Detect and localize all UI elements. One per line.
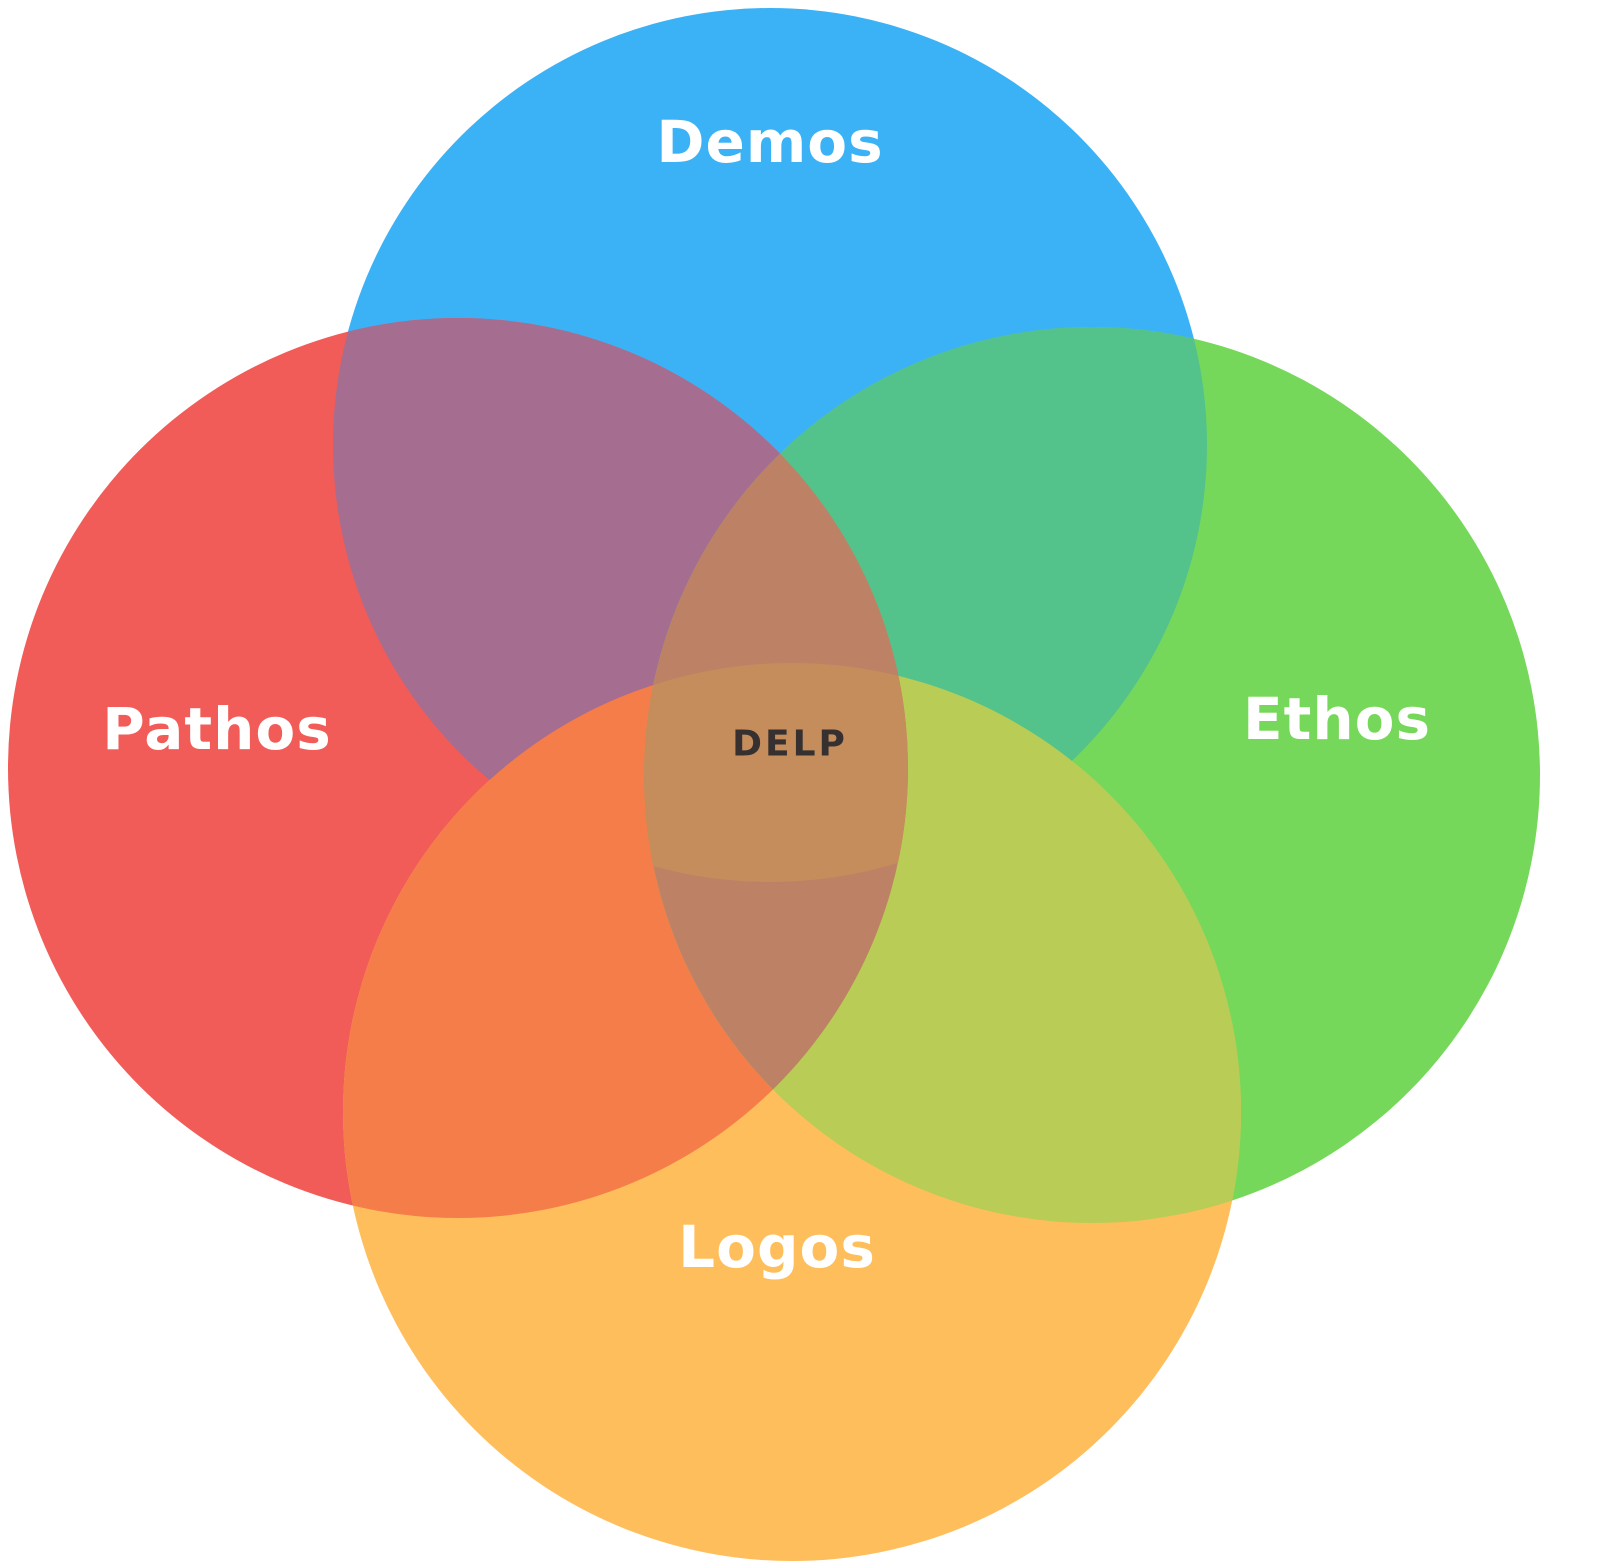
circle-label-demos: Demos bbox=[656, 108, 884, 176]
circle-label-ethos: Ethos bbox=[1242, 685, 1432, 753]
center-label: DELP bbox=[732, 723, 848, 765]
circle-label-pathos: Pathos bbox=[102, 695, 332, 763]
circle-label-logos: Logos bbox=[678, 1213, 876, 1281]
